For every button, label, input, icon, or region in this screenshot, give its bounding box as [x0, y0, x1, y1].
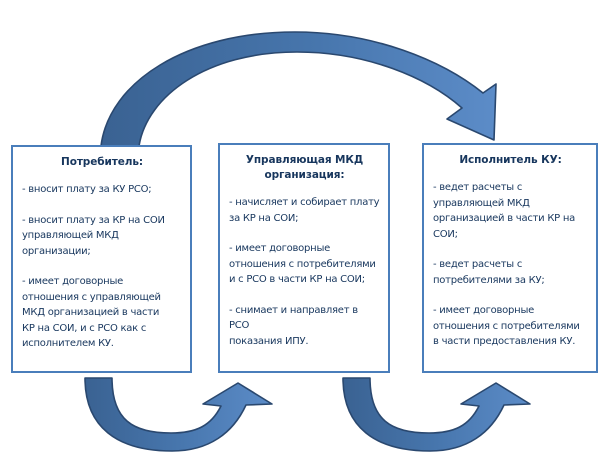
box-executor: Исполнитель КУ: - ведет расчеты с управл…: [422, 143, 598, 373]
box-executor-paragraph: - имеет договорные отношения с потребите…: [433, 305, 580, 347]
box-manager-paragraph: - начисляет и собирает плату за КР на СО…: [229, 197, 380, 224]
box-executor-title: Исполнитель КУ:: [459, 154, 562, 166]
box-consumer: Потребитель: - вносит плату за КУ РСО; -…: [11, 145, 192, 373]
box-executor-paragraph: - ведет расчеты с потребителями за КУ;: [433, 259, 545, 286]
box-executor-paragraph: - ведет расчеты с управляющей МКД органи…: [433, 182, 576, 240]
box-consumer-title: Потребитель:: [61, 156, 143, 168]
box-consumer-paragraph: - вносит плату за КР на СОИ управляющей …: [22, 214, 165, 257]
box-consumer-paragraph: - имеет договорные отношения с управляющ…: [22, 276, 161, 349]
box-consumer-paragraph: - вносит плату за КУ РСО;: [22, 184, 152, 195]
box-manager-paragraph: - снимает и направляет в РСО показания И…: [229, 304, 358, 347]
box-manager-paragraph: - имеет договорные отношения с потребите…: [229, 243, 376, 285]
top-curved-arrow: [100, 31, 497, 147]
bottom-curved-arrow-right: [342, 377, 531, 452]
box-manager: Управляющая МКД организация: - начисляет…: [218, 143, 390, 373]
bottom-curved-arrow-left: [84, 377, 273, 452]
box-manager-title: Управляющая МКД организация:: [245, 154, 364, 181]
